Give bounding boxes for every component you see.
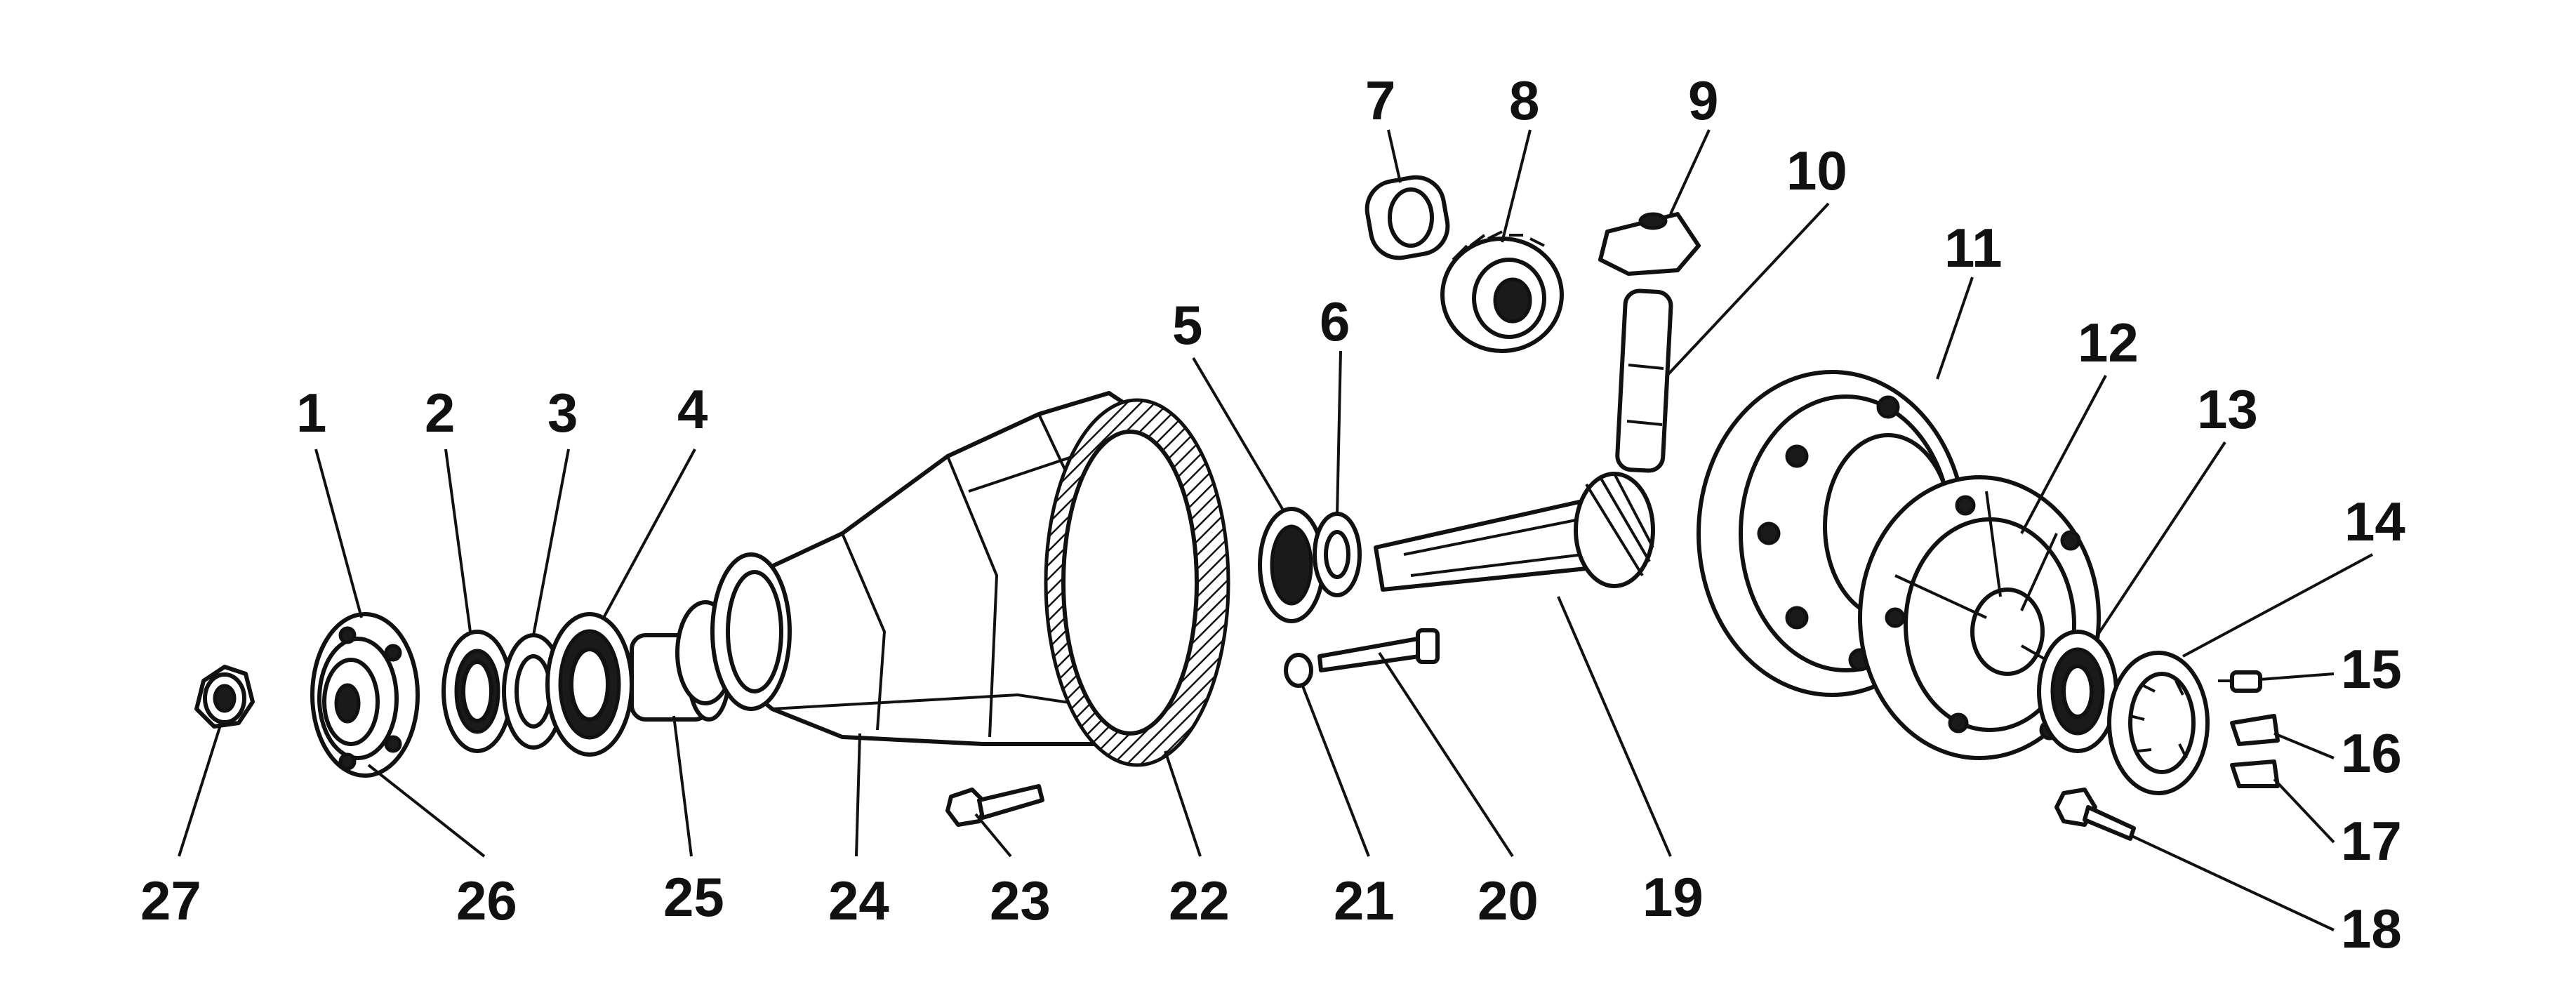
leader-11	[1936, 277, 1974, 380]
callout-19: 19	[1642, 866, 1704, 928]
leader-25	[672, 715, 693, 857]
leader-24	[855, 733, 861, 857]
leader-6	[1336, 350, 1342, 517]
callout-15: 15	[2341, 638, 2402, 700]
callout-18: 18	[2341, 898, 2402, 960]
callout-25: 25	[663, 866, 724, 928]
part-15-screw	[2218, 670, 2262, 693]
callout-20: 20	[1478, 870, 1539, 931]
callout-5: 5	[1172, 294, 1202, 356]
leader-22	[1164, 750, 1202, 857]
leader-18	[2130, 834, 2335, 931]
part-9-pinion-gear	[1598, 212, 1701, 276]
part-21-washer	[1284, 653, 1313, 688]
callout-24: 24	[828, 870, 889, 931]
leader-14	[2182, 553, 2373, 658]
part-4-bearing	[545, 612, 634, 757]
part-22-gasket	[1044, 398, 1230, 767]
leader-9	[1669, 129, 1711, 215]
part-13-bearing	[2037, 630, 2118, 753]
leader-1	[314, 449, 363, 618]
part-27-nut	[194, 665, 255, 729]
part-26-flange	[310, 612, 420, 778]
leader-3	[532, 449, 570, 636]
part-16-lock-tab	[2230, 714, 2280, 746]
callout-8: 8	[1509, 69, 1539, 131]
leader-13	[2094, 441, 2226, 640]
callout-labels: 1 2 3 4 5 6 7 8 9 10 11 12 13 14 15 16 1…	[140, 69, 2405, 960]
part-19-pinion	[1374, 472, 1655, 592]
part-23-bolt	[945, 784, 1044, 827]
callout-11: 11	[1944, 217, 2002, 279]
part-20-bolt	[1317, 628, 1440, 672]
part-10-shaft	[1615, 288, 1673, 473]
part-18-bolt	[2054, 788, 2136, 841]
leader-2	[444, 449, 472, 632]
callout-7: 7	[1365, 69, 1395, 131]
leader-5	[1192, 357, 1286, 514]
callout-27: 27	[140, 870, 201, 931]
part-14-adjuster	[2107, 651, 2210, 795]
callout-10: 10	[1786, 140, 1847, 201]
leader-4	[602, 449, 696, 618]
leader-26	[367, 764, 486, 858]
leader-7	[1387, 129, 1402, 183]
parts-layer	[194, 175, 2280, 841]
leader-23	[974, 813, 1012, 858]
callout-22: 22	[1169, 870, 1230, 931]
leader-8	[1501, 129, 1532, 243]
callout-23: 23	[990, 870, 1051, 931]
callout-2: 2	[425, 382, 455, 444]
part-8-side-gear	[1440, 230, 1564, 353]
leader-15	[2259, 672, 2335, 681]
leader-27	[178, 722, 223, 857]
callout-26: 26	[456, 870, 517, 931]
leader-20	[1378, 651, 1514, 858]
part-7-washer	[1365, 175, 1450, 260]
callout-14: 14	[2344, 491, 2405, 552]
leader-19	[1557, 596, 1672, 857]
callout-1: 1	[296, 382, 326, 444]
leader-16	[2273, 732, 2335, 759]
part-2-seal	[441, 630, 513, 753]
leader-10	[1666, 202, 1830, 377]
callout-17: 17	[2341, 810, 2402, 872]
callout-9: 9	[1688, 69, 1718, 131]
callout-16: 16	[2341, 722, 2402, 784]
callout-13: 13	[2197, 378, 2258, 440]
part-5-bearing	[1258, 507, 1325, 623]
leader-lines	[178, 129, 2373, 931]
callout-4: 4	[677, 378, 708, 440]
part-6-washer	[1313, 512, 1362, 597]
callout-3: 3	[547, 382, 578, 444]
leader-21	[1301, 684, 1370, 857]
callout-6: 6	[1320, 291, 1350, 352]
part-17-lock-tab	[2230, 759, 2280, 788]
callout-12: 12	[2078, 312, 2139, 373]
callout-21: 21	[1334, 870, 1395, 931]
leader-17	[2273, 778, 2335, 844]
leader-12	[2020, 375, 2107, 534]
